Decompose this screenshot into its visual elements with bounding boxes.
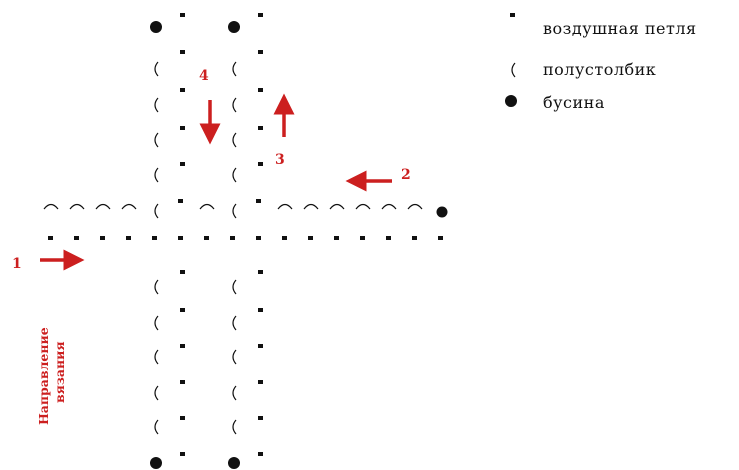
chain-stitch xyxy=(74,236,79,240)
half-stitch-arc xyxy=(303,203,319,210)
half-stitch-arc xyxy=(43,203,59,210)
chain-stitch xyxy=(178,236,183,240)
chain-stitch xyxy=(126,236,131,240)
legend-chain-icon xyxy=(510,13,515,17)
half-stitch-arc xyxy=(381,203,397,210)
caption-line-2: вязания xyxy=(52,341,67,403)
half-stitch-arc xyxy=(199,203,215,210)
half-stitch-arc xyxy=(121,203,137,210)
column-beads xyxy=(150,21,240,469)
half-stitch-arc xyxy=(355,203,371,210)
vertical-columns-chains xyxy=(180,13,263,456)
bead-top-right xyxy=(228,21,240,33)
legend-symbols xyxy=(505,13,517,107)
chain-stitch xyxy=(334,236,339,240)
legend-label-half-stitch: полустолбик xyxy=(543,60,657,79)
chain-stitch xyxy=(100,236,105,240)
arrow-labels: 1 2 3 4 xyxy=(12,68,411,272)
vertical-columns-half-stitches xyxy=(154,61,237,435)
caption-line-1: Направление xyxy=(36,327,51,425)
chain-stitch xyxy=(412,236,417,240)
chain-stitch xyxy=(282,236,287,240)
half-stitch-arc-row xyxy=(43,203,423,210)
chain-stitch xyxy=(360,236,365,240)
half-stitch-arc xyxy=(407,203,423,210)
chain-stitch xyxy=(256,236,261,240)
chain-stitch xyxy=(386,236,391,240)
chain-stitch xyxy=(204,236,209,240)
legend-label-chain: воздушная петля xyxy=(543,19,697,38)
direction-caption: Направление вязания xyxy=(36,327,67,425)
legend-label-bead: бусина xyxy=(543,93,605,112)
half-stitch-arc xyxy=(95,203,111,210)
direction-arrows xyxy=(40,93,392,271)
arrow-label-4: 4 xyxy=(199,68,209,84)
bead-top-left xyxy=(150,21,162,33)
chain-stitch xyxy=(308,236,313,240)
chain-stitch xyxy=(438,236,443,240)
arrow-label-1: 1 xyxy=(12,256,22,272)
half-stitch-arc xyxy=(277,203,293,210)
arrow-label-2: 2 xyxy=(401,167,411,183)
bead-bottom-right xyxy=(228,457,240,469)
chain-stitch xyxy=(178,199,183,203)
legend-half-stitch-icon xyxy=(511,62,516,78)
bead-right-end xyxy=(436,206,448,218)
half-stitch-arc xyxy=(69,203,85,210)
arc-row-chains xyxy=(178,199,261,203)
legend-bead-icon xyxy=(505,95,517,107)
arrow-label-3: 3 xyxy=(275,152,285,168)
half-stitch-arc xyxy=(329,203,345,210)
bead-bottom-left xyxy=(150,457,162,469)
chain-stitch xyxy=(48,236,53,240)
horizontal-chain-row xyxy=(48,236,443,240)
chain-stitch xyxy=(230,236,235,240)
chain-stitch xyxy=(256,199,261,203)
chain-stitch xyxy=(152,236,157,240)
